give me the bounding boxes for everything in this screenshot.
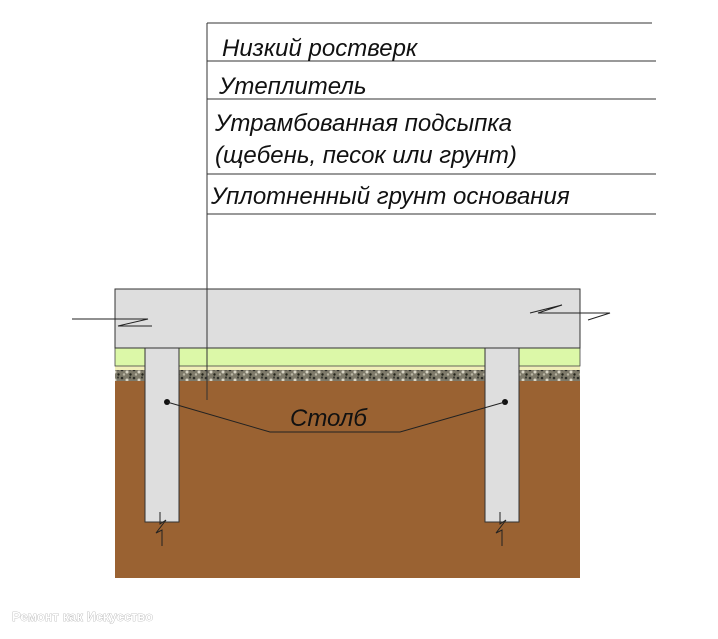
label-compacted-soil: Уплотненный грунт основания [210,183,570,210]
gravel-layer [115,370,580,381]
pillar-leader-line [166,401,506,433]
label-backfill-line2: (щебень, песок или грунт) [215,142,517,169]
sand-strip [115,366,580,370]
watermark: Ремонт как Искусство [12,609,153,624]
grillage-slab [114,288,581,349]
label-low-grillage: Низкий ростверк [222,35,419,62]
pillar-right-break [495,512,507,546]
break-mark-right [529,304,611,321]
break-mark-left [72,318,152,327]
pillar-left-break [155,512,167,546]
label-pillar: Столб [290,405,368,432]
label-backfill-line1: Утрамбованная подсыпка [214,110,512,137]
label-insulation: Утеплитель [218,73,366,100]
pillar-left [144,347,180,523]
pillar-right [484,347,520,523]
